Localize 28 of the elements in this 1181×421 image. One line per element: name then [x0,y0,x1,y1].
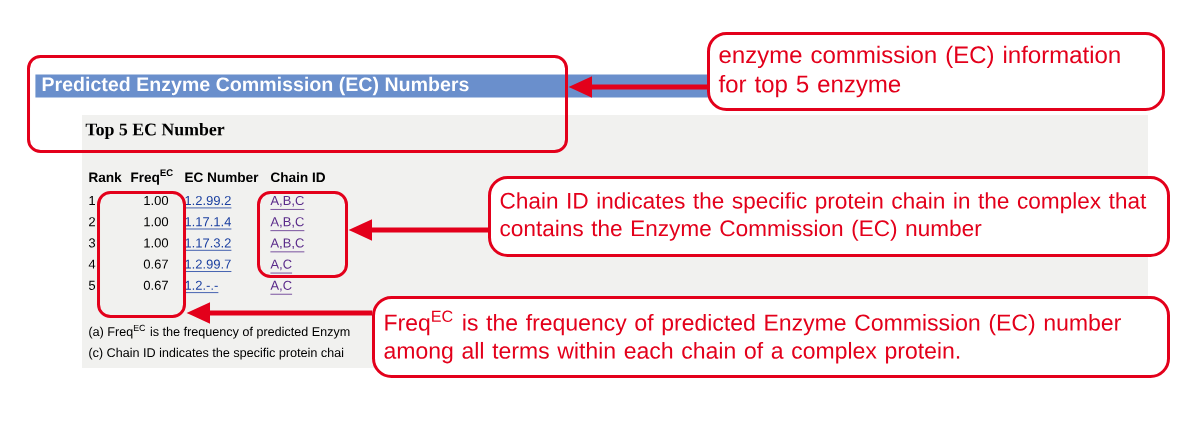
section-heading: Top 5 EC Number [85,122,225,140]
table-cell: 0.67 [143,280,168,290]
link: A,C [270,259,293,274]
column-header: Chain ID [271,172,325,183]
highlight-box [27,55,568,153]
table-cell: 1.00 [144,238,169,248]
column-header: EC Number [185,172,259,183]
footnote: (a) Freq$^{EC}$ is the frequency of predicted Enzym [89,324,350,339]
callout-box: Chain ID indicates the specific protein chain in the complex that contains the Enzyme Commission (EC) number [488,176,1170,257]
footnote: (c) Chain ID indicates the specific protein chai [89,347,344,360]
link: 1.2.-.- [184,280,219,293]
highlight-box [257,191,348,278]
link: 1.17.3.2 [184,238,232,251]
column-header: Freq$^{EC}$ [131,169,173,185]
highlight-box [97,191,186,318]
link: 1.2.99.7 [184,259,232,272]
callout-box: Freq$^{EC}$ is the frequency of predicted Enzyme Commission (EC) number among all terms within each chain of a complex protein. [372,296,1170,378]
link: 1.2.99.2 [184,195,232,209]
link: 1.17.1.4 [184,217,232,230]
link: A,C [270,280,293,295]
link: A,B,C [270,238,305,253]
table-cell: 0.67 [143,259,168,269]
callout-box: enzyme commission (EC) information for top 5 enzyme [707,32,1165,111]
table-cell: 1.00 [144,217,169,227]
link: A,B,C [270,217,305,232]
column-header: Rank [89,172,122,183]
table-cell: 1.00 [144,195,169,206]
link: A,B,C [270,195,305,210]
